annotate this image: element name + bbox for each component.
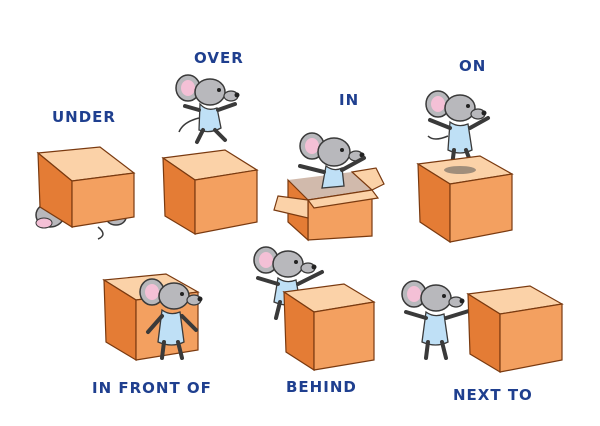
box-flaps bbox=[273, 167, 385, 219]
scene-over bbox=[161, 74, 259, 236]
scene-in-front-of bbox=[102, 273, 203, 362]
label-on: ON bbox=[459, 57, 487, 75]
cardboard-box-icon bbox=[466, 285, 564, 374]
label-in-front-of: IN FRONT OF bbox=[92, 379, 212, 397]
scene-next-to bbox=[401, 280, 564, 374]
cardboard-box-icon bbox=[282, 283, 376, 372]
mouse-icon bbox=[401, 280, 474, 360]
cardboard-box-icon bbox=[161, 149, 259, 236]
scene-on bbox=[416, 90, 514, 244]
label-next-to: NEXT TO bbox=[453, 386, 533, 404]
mouse-icon bbox=[175, 74, 240, 144]
label-under: UNDER bbox=[52, 108, 116, 126]
mouse-icon bbox=[425, 90, 490, 168]
label-over: OVER bbox=[194, 49, 244, 67]
cardboard-box-icon bbox=[36, 146, 136, 229]
mouse-icon bbox=[139, 278, 203, 360]
scene-under bbox=[35, 146, 136, 240]
label-in: IN bbox=[339, 91, 360, 109]
label-behind: BEHIND bbox=[286, 378, 357, 396]
scene-behind bbox=[253, 246, 376, 372]
cardboard-box-icon bbox=[416, 155, 514, 244]
mouse-icon bbox=[298, 132, 366, 189]
scene-in bbox=[273, 132, 385, 242]
